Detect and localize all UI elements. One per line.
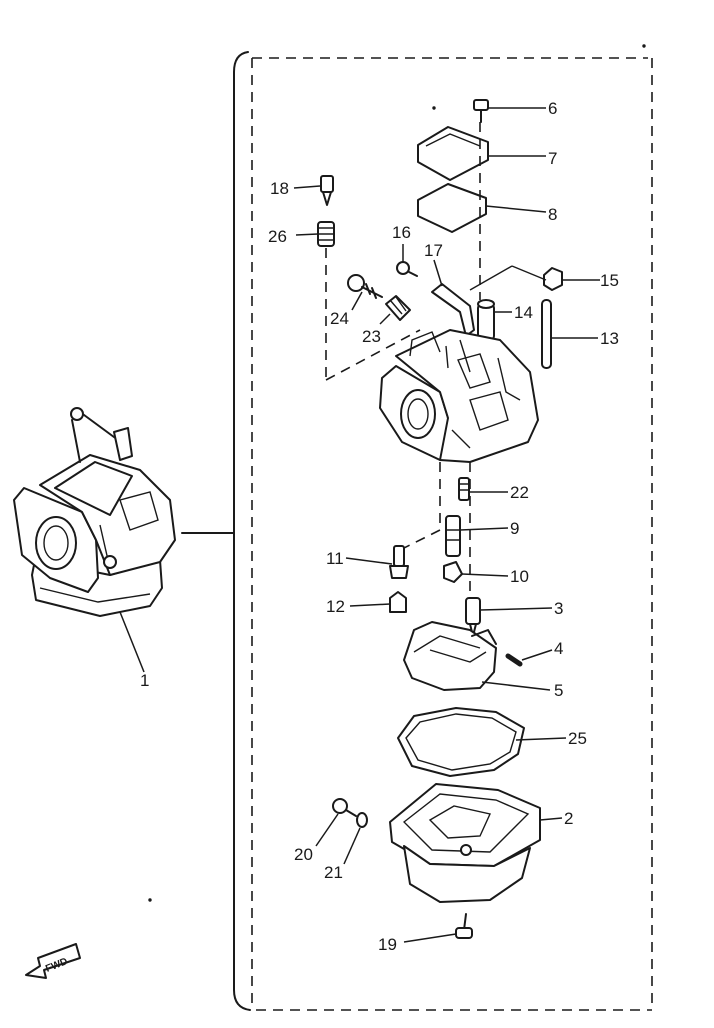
part-6-screw <box>473 99 489 123</box>
callout-12: 12 <box>326 597 345 616</box>
part-8-gasket <box>417 183 487 233</box>
callout-20: 20 <box>294 845 313 864</box>
part-10-main-jet <box>443 561 463 583</box>
part-21-gasket <box>356 812 368 828</box>
callout-21: 21 <box>324 863 343 882</box>
speck <box>642 44 646 48</box>
part-18-pilot-screw <box>320 175 334 206</box>
fwd-arrow-icon: FWD <box>25 943 81 979</box>
callout-17: 17 <box>424 241 443 260</box>
part-16-screw <box>396 261 418 277</box>
part-7-cover <box>417 126 489 181</box>
callout-15: 15 <box>600 271 619 290</box>
callout-labels: 6 7 8 18 26 16 17 15 14 13 24 23 22 9 10… <box>140 99 619 954</box>
exploded-view-frame <box>181 51 653 1011</box>
callout-13: 13 <box>600 329 619 348</box>
callout-6: 6 <box>548 99 557 118</box>
part-9-main-nozzle <box>445 515 461 557</box>
part-24-screw <box>347 274 383 299</box>
part-22-jet <box>458 477 470 501</box>
callout-19: 19 <box>378 935 397 954</box>
speck <box>432 106 436 110</box>
callout-1: 1 <box>140 671 149 690</box>
part-3-needle-valve <box>465 597 481 637</box>
callout-2: 2 <box>564 809 573 828</box>
part-13-rod <box>541 299 552 369</box>
part-26-spring <box>317 221 335 247</box>
callout-9: 9 <box>510 519 519 538</box>
part-19-screw <box>455 913 473 939</box>
speck <box>148 898 152 902</box>
callout-7: 7 <box>548 149 557 168</box>
callout-11: 11 <box>326 549 344 568</box>
part-12-plug <box>389 591 407 613</box>
callout-16: 16 <box>392 223 411 242</box>
callout-5: 5 <box>554 681 563 700</box>
callout-10: 10 <box>510 567 529 586</box>
link-line-15a <box>469 265 513 291</box>
part-14-nozzle <box>477 299 495 341</box>
part-23-spring <box>385 295 411 321</box>
part-5-float <box>403 621 497 691</box>
part-4-pin <box>505 653 523 667</box>
callout-25: 25 <box>568 729 587 748</box>
carburetor-assembly <box>13 407 176 617</box>
assembly-axis-pilot-2 <box>325 329 421 381</box>
carburetor-body <box>379 329 539 463</box>
part-17-lever <box>431 283 475 337</box>
part-2-float-chamber <box>389 783 541 903</box>
part-15-nut <box>543 267 563 291</box>
callout-14: 14 <box>514 303 533 322</box>
callout-3: 3 <box>554 599 563 618</box>
callout-26: 26 <box>268 227 287 246</box>
callout-23: 23 <box>362 327 381 346</box>
callout-22: 22 <box>510 483 529 502</box>
part-11-pilot-jet <box>389 545 409 579</box>
link-line-15b <box>511 265 547 281</box>
callout-8: 8 <box>548 205 557 224</box>
callout-18: 18 <box>270 179 289 198</box>
part-25-gasket <box>397 707 525 777</box>
leader-lines <box>119 107 600 943</box>
part-20-drain-screw <box>332 798 357 817</box>
callout-24: 24 <box>330 309 349 328</box>
callout-4: 4 <box>554 639 563 658</box>
